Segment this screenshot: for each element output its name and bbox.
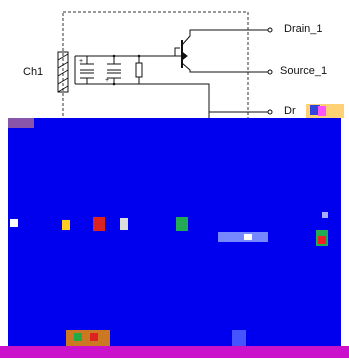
artifact-block	[232, 330, 246, 346]
component-enclosure	[62, 11, 249, 125]
photodiode-stack-1: +	[79, 56, 94, 84]
artifact-block	[318, 236, 326, 244]
artifact-block	[322, 212, 328, 218]
drain-1-terminal	[267, 27, 273, 33]
svg-text:+: +	[79, 58, 83, 65]
corruption-overlay	[8, 118, 341, 346]
photodiode-stack-2: +	[105, 56, 121, 84]
artifact-block	[218, 232, 268, 242]
artifact-block	[74, 333, 82, 341]
input-led-symbol	[57, 51, 69, 93]
artifact-block	[10, 219, 18, 227]
artifact-block	[62, 220, 70, 230]
artifact-block	[310, 105, 320, 115]
source-1-terminal	[267, 69, 273, 75]
drain-1-label: Drain_1	[284, 23, 323, 35]
internal-wiring	[74, 47, 210, 118]
artifact-block	[66, 330, 110, 346]
channel-label: Ch1	[23, 66, 44, 78]
artifact-block	[176, 217, 188, 231]
svg-text:+: +	[105, 77, 109, 84]
artifact-block	[318, 106, 326, 116]
artifact-block	[244, 234, 252, 240]
artifact-block	[90, 333, 98, 341]
artifact-block	[120, 218, 128, 230]
source-1-label: Source_1	[280, 65, 328, 77]
drain-2-terminal	[267, 109, 273, 115]
drain-2-label-partial: Dr	[284, 105, 296, 117]
resistor	[135, 56, 143, 84]
output-transistor	[175, 29, 268, 73]
artifact-block	[8, 118, 34, 128]
corruption-bottom-band	[0, 346, 349, 358]
artifact-block	[93, 217, 105, 231]
